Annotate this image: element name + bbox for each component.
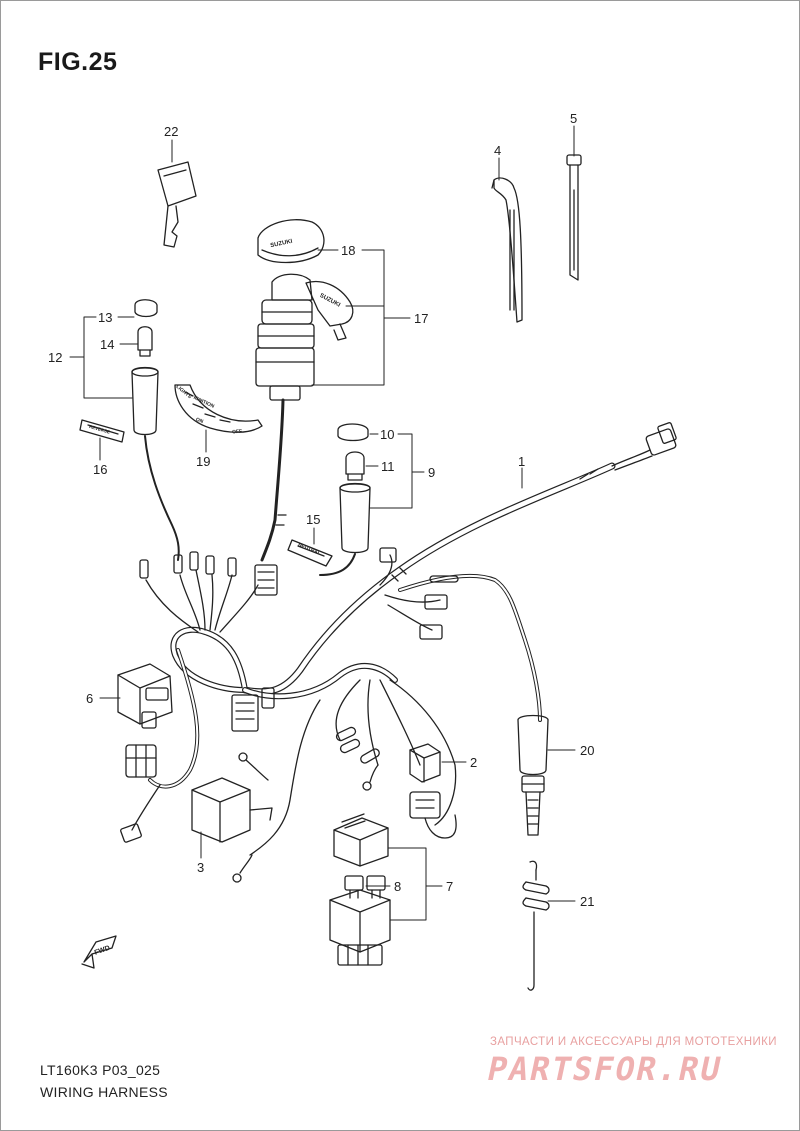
callout-15: 15	[306, 512, 320, 527]
callout-5: 5	[570, 111, 577, 126]
callout-9: 9	[428, 465, 435, 480]
figure-title: FIG.25	[38, 48, 118, 76]
callout-1: 1	[518, 454, 525, 469]
callout-2: 2	[470, 755, 477, 770]
key-fob-brand: SUZUKI	[318, 293, 341, 309]
spring-21	[522, 860, 550, 991]
callout-4: 4	[494, 143, 501, 158]
callout-7: 7	[446, 879, 453, 894]
ignition-switch-body	[255, 273, 354, 562]
fwd-label: FWD	[94, 945, 111, 957]
watermark-brand: PARTSFOR.RU	[483, 1050, 726, 1088]
callout-3: 3	[197, 860, 204, 875]
callout-11: 11	[381, 459, 395, 474]
callout-16: 16	[93, 462, 107, 477]
fuse-cover	[333, 813, 389, 867]
callout-10: 10	[380, 427, 394, 442]
lamp-cap-13	[134, 299, 158, 318]
relay-6	[117, 663, 173, 729]
callout-21: 21	[580, 894, 594, 909]
reverse-label-text: REVERSE	[88, 424, 110, 435]
key-blank	[157, 161, 197, 248]
harness-end-connector	[611, 422, 677, 471]
cdi-unit-3	[191, 777, 273, 843]
model-code: LT160K3 P03_025	[40, 1062, 161, 1078]
callout-12: 12	[48, 350, 62, 365]
watermark-tagline: ЗАПЧАСТИ И АКСЕССУАРЫ ДЛЯ МОТОТЕХНИКИ	[490, 1036, 777, 1048]
neutral-label-15	[287, 539, 333, 567]
callout-14: 14	[100, 337, 114, 352]
cable-tie-5	[566, 154, 582, 281]
fuse-8	[344, 875, 386, 899]
callout-leaders	[69, 125, 576, 921]
bulb-11	[345, 451, 365, 481]
callout-13: 13	[98, 310, 112, 325]
callout-22: 22	[164, 124, 178, 139]
part-label-text: SUZUKI SUZUKI LIGHTS IGNITION ON OFF REV…	[88, 239, 341, 957]
ignition-plate	[174, 384, 263, 433]
callout-numbers: 22 4 5 18 17 13 14 12 16 19 10 11 9 15 1…	[48, 111, 594, 909]
callout-19: 19	[196, 454, 210, 469]
callout-18: 18	[341, 243, 355, 258]
figure-subtitle: WIRING HARNESS	[40, 1084, 168, 1100]
callout-20: 20	[580, 743, 594, 758]
connector-6-lower	[120, 744, 157, 843]
callout-6: 6	[86, 691, 93, 706]
connector-2	[409, 743, 457, 839]
lamp-cap-10	[337, 423, 369, 442]
fuse-holder	[329, 889, 391, 966]
plug-cap-20	[517, 714, 549, 836]
main-harness	[131, 462, 616, 883]
lamp-socket-12	[131, 366, 180, 561]
fwd-arrow-icon	[81, 935, 117, 969]
bulb-14	[137, 326, 153, 357]
ign-plate-off: OFF	[232, 429, 242, 436]
callout-8: 8	[394, 879, 401, 894]
callout-17: 17	[414, 311, 428, 326]
cable-tie-4	[491, 177, 523, 323]
ignition-cap-brand: SUZUKI	[270, 239, 293, 250]
ign-plate-ignition: IGNITION	[192, 395, 215, 410]
lamp-socket-9	[319, 482, 371, 576]
ignition-cap	[257, 219, 325, 264]
neutral-label-text: NEUTRAL	[297, 542, 321, 557]
ign-plate-on: ON	[195, 417, 204, 425]
label-plate-16	[79, 419, 125, 443]
